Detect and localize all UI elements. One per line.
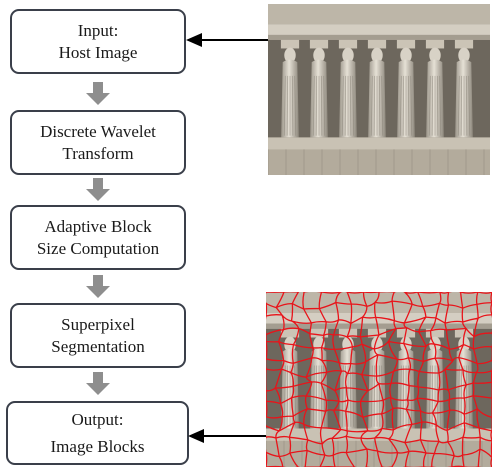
step-output-line2: Image Blocks: [50, 436, 145, 456]
step-superpixel-segmentation: Superpixel Segmentation: [10, 303, 186, 368]
host-image: [268, 4, 490, 175]
step-superpixel-line1: Superpixel: [61, 314, 135, 334]
flow-arrow-icon: [86, 178, 110, 201]
step-output-image-blocks: Output: Image Blocks: [6, 401, 189, 465]
output-image-blocks: [266, 292, 492, 467]
step-output-line1: Output:: [71, 409, 124, 429]
step-input-host-image: Input: Host Image: [10, 9, 186, 74]
input-pointer-arrow-icon: [186, 33, 270, 47]
flow-arrow-icon: [86, 372, 110, 395]
step-dwt-line2: Transform: [62, 143, 134, 163]
step-adaptive-line1: Adaptive Block: [44, 216, 152, 236]
step-input-line1: Input:: [77, 20, 119, 40]
flow-arrow-icon: [86, 275, 110, 298]
step-dwt-line1: Discrete Wavelet: [40, 121, 156, 141]
step-dwt: Discrete Wavelet Transform: [10, 110, 186, 175]
step-superpixel-line2: Segmentation: [51, 336, 145, 356]
step-adaptive-line2: Size Computation: [36, 238, 160, 258]
flow-arrow-icon: [86, 82, 110, 105]
step-adaptive-block-size: Adaptive Block Size Computation: [10, 205, 186, 270]
superpixel-boundaries: [266, 292, 492, 467]
output-pointer-arrow-icon: [188, 429, 270, 443]
step-input-line2: Host Image: [58, 42, 138, 62]
